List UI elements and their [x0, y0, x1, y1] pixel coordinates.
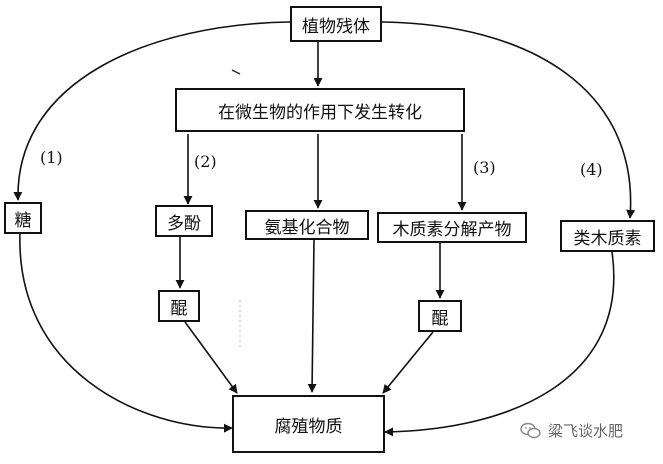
node-humus-text: 腐殖物质	[274, 416, 343, 437]
node-sugar-text: 糖	[14, 210, 32, 231]
node-polyphenol: 多酚	[155, 205, 213, 237]
label-path-1: (1)	[40, 148, 63, 167]
label-path-2: (2)	[194, 152, 217, 171]
node-polyphenol-text: 多酚	[167, 213, 201, 234]
wechat-icon	[520, 422, 541, 438]
label-path-3: (3)	[473, 158, 496, 177]
node-lignin-products: 木质素分解产物	[377, 212, 527, 243]
label-path-4: (4)	[580, 160, 603, 179]
node-ligninoid-text: 类木质素	[573, 228, 642, 249]
arrow-quinone-right-to-humus	[382, 331, 434, 394]
arrow-sugar-to-humus	[19, 231, 233, 433]
node-quinone-right: 醌	[418, 300, 462, 332]
node-microbial-transformation-text: 在微生物的作用下发生转化	[218, 102, 422, 123]
arrow-ligninoid-to-humus	[384, 251, 615, 437]
node-amino-compound-text: 氨基化合物	[264, 217, 350, 238]
speck-mark	[231, 69, 241, 75]
node-quinone-left: 醌	[158, 290, 200, 322]
node-microbial-transformation: 在微生物的作用下发生转化	[175, 88, 465, 132]
node-humus: 腐殖物质	[232, 395, 385, 453]
node-ligninoid: 类木质素	[560, 220, 655, 252]
node-lignin-products-text: 木质素分解产物	[392, 220, 512, 240]
arrow-top-to-sugar	[13, 21, 291, 201]
arrow-amino-to-humus	[307, 239, 317, 393]
arrow-top-to-ligninoid	[381, 21, 636, 219]
node-quinone-left-text: 醌	[170, 298, 188, 319]
node-quinone-right-text: 醌	[431, 308, 449, 329]
arrow-quinone-left-to-humus	[184, 321, 238, 394]
watermark-text: 粱飞谈水肥	[548, 422, 624, 440]
node-sugar: 糖	[4, 202, 42, 234]
node-plant-residue-text: 植物残体	[302, 16, 370, 37]
node-amino-compound: 氨基化合物	[245, 210, 369, 240]
watermark: 粱飞谈水肥	[520, 420, 623, 441]
node-plant-residue: 植物残体	[290, 6, 382, 42]
